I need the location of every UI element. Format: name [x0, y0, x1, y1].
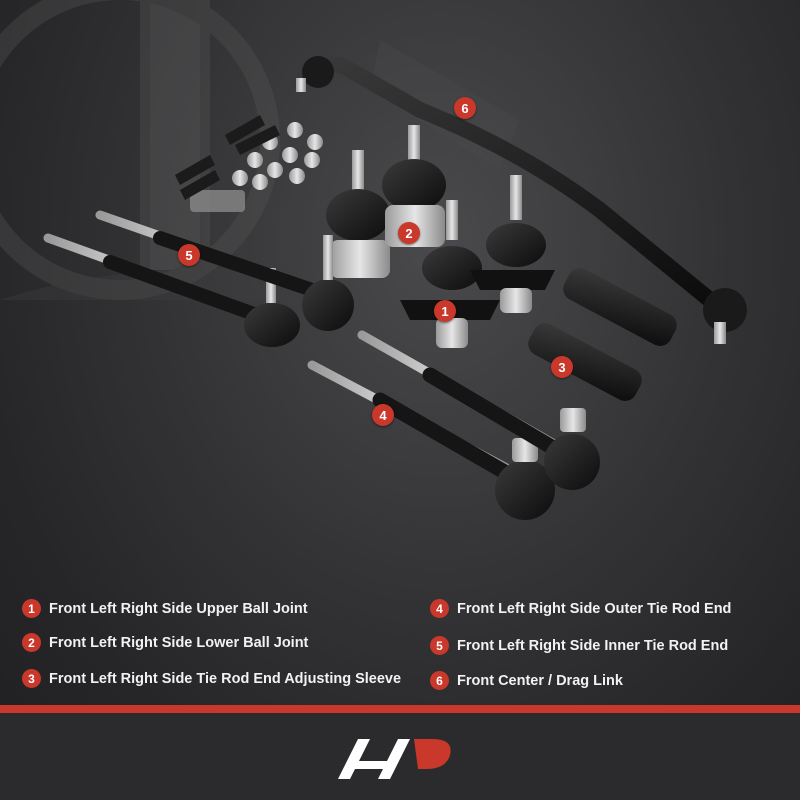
- legend-number: 1: [22, 599, 41, 618]
- callout-badge-4: 4: [372, 404, 394, 426]
- legend-item: 2 Front Left Right Side Lower Ball Joint: [22, 633, 308, 652]
- legend-number: 6: [430, 671, 449, 690]
- legend-label: Front Left Right Side Lower Ball Joint: [49, 634, 309, 651]
- parts-legend: 1 Front Left Right Side Upper Ball Joint…: [0, 585, 800, 705]
- legend-item: 3 Front Left Right Side Tie Rod End Adju…: [22, 669, 401, 688]
- legend-item: 6 Front Center / Drag Link: [430, 671, 623, 690]
- legend-number: 5: [430, 636, 449, 655]
- upper-ball-joint-part: [400, 175, 555, 348]
- legend-item: 4 Front Left Right Side Outer Tie Rod En…: [430, 599, 731, 618]
- callout-badge-2: 2: [398, 222, 420, 244]
- outer-tie-rod-end-part: [307, 330, 600, 520]
- legend-item: 1 Front Left Right Side Upper Ball Joint: [22, 599, 308, 618]
- legend-number: 3: [22, 669, 41, 688]
- inner-tie-rod-end-part: [43, 210, 354, 347]
- hardware-nuts: [175, 115, 323, 212]
- legend-number: 4: [430, 599, 449, 618]
- legend-label: Front Left Right Side Inner Tie Rod End: [457, 637, 729, 654]
- legend-label: Front Left Right Side Upper Ball Joint: [49, 600, 308, 617]
- accent-divider: [0, 705, 800, 713]
- legend-item: 5 Front Left Right Side Inner Tie Rod En…: [430, 636, 728, 655]
- callout-badge-1: 1: [434, 300, 456, 322]
- legend-label: Front Left Right Side Outer Tie Rod End: [457, 600, 732, 617]
- callout-badge-6: 6: [454, 97, 476, 119]
- legend-number: 2: [22, 633, 41, 652]
- adjusting-sleeve-part: [528, 268, 677, 401]
- legend-label: Front Center / Drag Link: [457, 672, 623, 689]
- callout-badge-3: 3: [551, 356, 573, 378]
- brand-logo-icon: [338, 739, 451, 779]
- callout-badge-5: 5: [178, 244, 200, 266]
- drag-link-part: [292, 56, 747, 344]
- legend-label: Front Left Right Side Tie Rod End Adjust…: [49, 670, 402, 687]
- product-photo: [0, 0, 747, 520]
- lower-ball-joint-part: [326, 125, 446, 278]
